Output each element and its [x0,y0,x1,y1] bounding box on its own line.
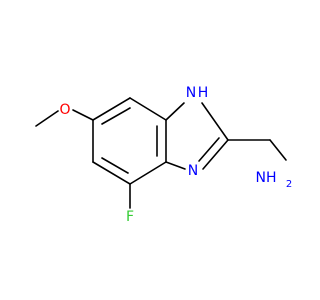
bonds [35,97,287,209]
bond-c4-n1 [165,102,185,121]
atom-n-ring-nh: N [186,85,196,101]
bond-n1-c2 [201,102,229,141]
bond-n3-c5 [165,161,186,170]
atom-h-ring: H [198,85,209,101]
atom-nh2-subscript: 2 [286,179,292,190]
bond-c2-n3-double [198,137,220,162]
atom-nh2: NH [256,170,277,186]
atom-o: O [59,102,70,118]
bond-c3-c4 [129,97,167,121]
bond-ch2-n [269,139,287,161]
bond-c5-c6 [129,161,167,185]
atom-f: F [126,209,134,225]
atom-labels: H N N NH 2 O F [59,85,292,225]
bond-c6-c1-double [101,157,129,174]
bond-c2-n3 [202,139,229,170]
atom-n-ring: N [188,163,198,179]
bond-c3-o [72,109,94,121]
bond-o-ch3 [35,110,59,127]
molecule-structure: H N N NH 2 O F [35,85,292,225]
bond-c3-c4-double [101,107,131,125]
bond-c6-c1 [92,161,131,185]
bond-c2-c3 [92,97,131,121]
